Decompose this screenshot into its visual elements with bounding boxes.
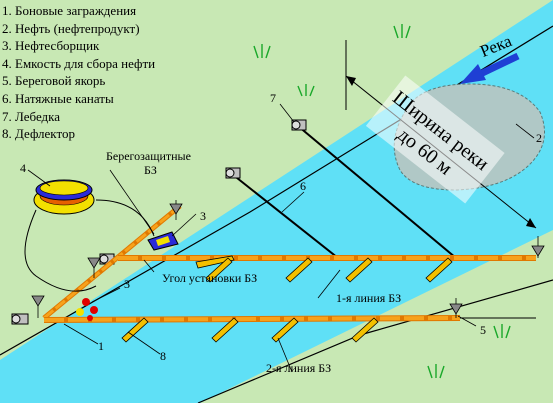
- label-3-lower: 3: [124, 277, 130, 291]
- grass-icons: [253, 24, 511, 379]
- legend-item-1: 1. Боновые заграждения: [2, 3, 137, 18]
- line-2-label: 2-я линия БЗ: [266, 361, 331, 375]
- angle-label: Угол установки БЗ: [162, 271, 257, 285]
- shore-anchor-icons: [31, 200, 545, 318]
- legend-item-8: 8. Дефлектор: [2, 126, 75, 142]
- label-6: 6: [300, 179, 306, 193]
- shore-boom-label: Берегозащитные: [106, 149, 191, 163]
- label-1: 1: [98, 339, 104, 353]
- label-3-upper: 3: [200, 209, 206, 223]
- legend-item-5: 5. Береговой якорь: [2, 73, 106, 89]
- label-2: 2: [536, 131, 542, 145]
- shore-boom: [42, 204, 182, 320]
- legend-item-2: 2. Нефть (нефтепродукт): [2, 20, 140, 36]
- collector-hose: [24, 209, 97, 292]
- label-8: 8: [160, 349, 166, 363]
- leader-lines: [27, 103, 535, 373]
- deflectors-line-2: [121, 317, 379, 343]
- river-flow-arrow-icon: [460, 52, 520, 84]
- skimmer-icon-upper: [147, 231, 179, 251]
- boom-line-2: [43, 315, 461, 323]
- legend: 1. Боновые заграждения 2. Нефть (нефтепр…: [2, 2, 180, 144]
- line-1-label: 1-я линия БЗ: [336, 291, 401, 305]
- legend-item-3: 3. Нефтесборщик: [2, 38, 100, 54]
- winch-icon-upper: [291, 119, 307, 131]
- winch-icon-middle: [225, 167, 241, 179]
- legend-item-6: 6. Натяжные канаты: [2, 90, 114, 106]
- legend-item-4: 4. Емкость для сбора нефти: [2, 55, 156, 71]
- legend-item-7: 7. Лебедка: [2, 108, 61, 124]
- tension-rope-b: [231, 173, 339, 259]
- river-width-arrow-top: [346, 76, 356, 86]
- tension-rope-a: [297, 125, 457, 259]
- oil-tank-icon: [33, 179, 95, 215]
- river-width-arrow-bottom: [526, 218, 536, 228]
- shore-boom-label-2: БЗ: [144, 163, 157, 177]
- deflectors-line-1: [195, 255, 453, 283]
- winch-icon-bottom: [11, 313, 29, 325]
- label-5: 5: [480, 323, 486, 337]
- label-4: 4: [20, 161, 26, 175]
- label-7: 7: [270, 91, 276, 105]
- skimmer-icon-lower: [76, 298, 98, 321]
- collector-hose-2: [95, 199, 155, 237]
